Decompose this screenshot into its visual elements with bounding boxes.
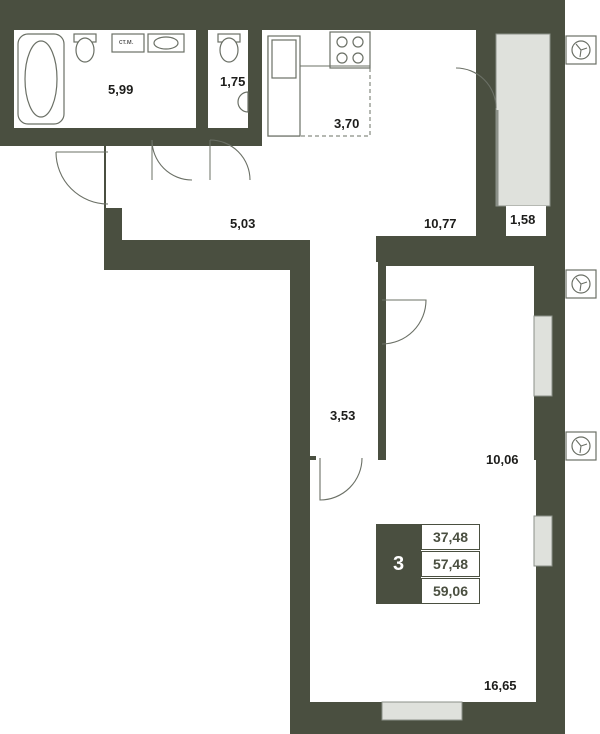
room-count: 3 — [376, 524, 421, 604]
kitchen-sink-icon — [271, 39, 297, 79]
area-living: 10,77 — [424, 216, 457, 231]
kitchen-counter — [267, 31, 371, 137]
ac-unit-1 — [565, 35, 597, 65]
area-bedroom: 10,06 — [486, 452, 519, 467]
ac-unit-3 — [565, 431, 597, 461]
room-door — [319, 457, 363, 501]
window-room-bottom — [381, 701, 463, 721]
entrance-door — [55, 151, 109, 205]
toilet-door — [209, 139, 251, 181]
area-corridor: 3,53 — [330, 408, 356, 423]
room-corridor — [316, 262, 378, 462]
badge-value-3: 59,06 — [421, 578, 480, 604]
area-hall: 5,03 — [230, 216, 256, 231]
area-toilet: 1,75 — [220, 74, 246, 89]
window-bedroom — [533, 315, 553, 397]
area-balcony: 1,58 — [510, 212, 536, 227]
balcony-floor — [506, 206, 546, 236]
toilet-icon — [73, 33, 97, 63]
apartment-badge: 3 37,48 57,48 59,06 — [376, 524, 480, 604]
badge-value-1: 37,48 — [421, 524, 480, 550]
bathroom-door — [151, 139, 193, 181]
area-room-large: 16,65 — [484, 678, 517, 693]
balcony-frame — [495, 33, 551, 207]
area-bathroom: 5,99 — [108, 82, 134, 97]
badge-value-2: 57,48 — [421, 551, 480, 577]
window-room-right — [533, 515, 553, 567]
room-bedroom — [386, 266, 534, 472]
toilet-icon-2 — [217, 33, 241, 63]
washing-machine-icon — [111, 33, 145, 53]
fixture-label: ст.м. — [119, 39, 134, 46]
ac-unit-2 — [565, 269, 597, 299]
bedroom-door — [381, 299, 427, 345]
small-sink-icon — [237, 91, 249, 113]
area-kitchen: 3,70 — [334, 116, 360, 131]
sink-icon — [147, 33, 185, 53]
stove-icon — [329, 31, 371, 69]
bathtub-icon — [17, 33, 65, 125]
balcony-door — [455, 67, 497, 109]
